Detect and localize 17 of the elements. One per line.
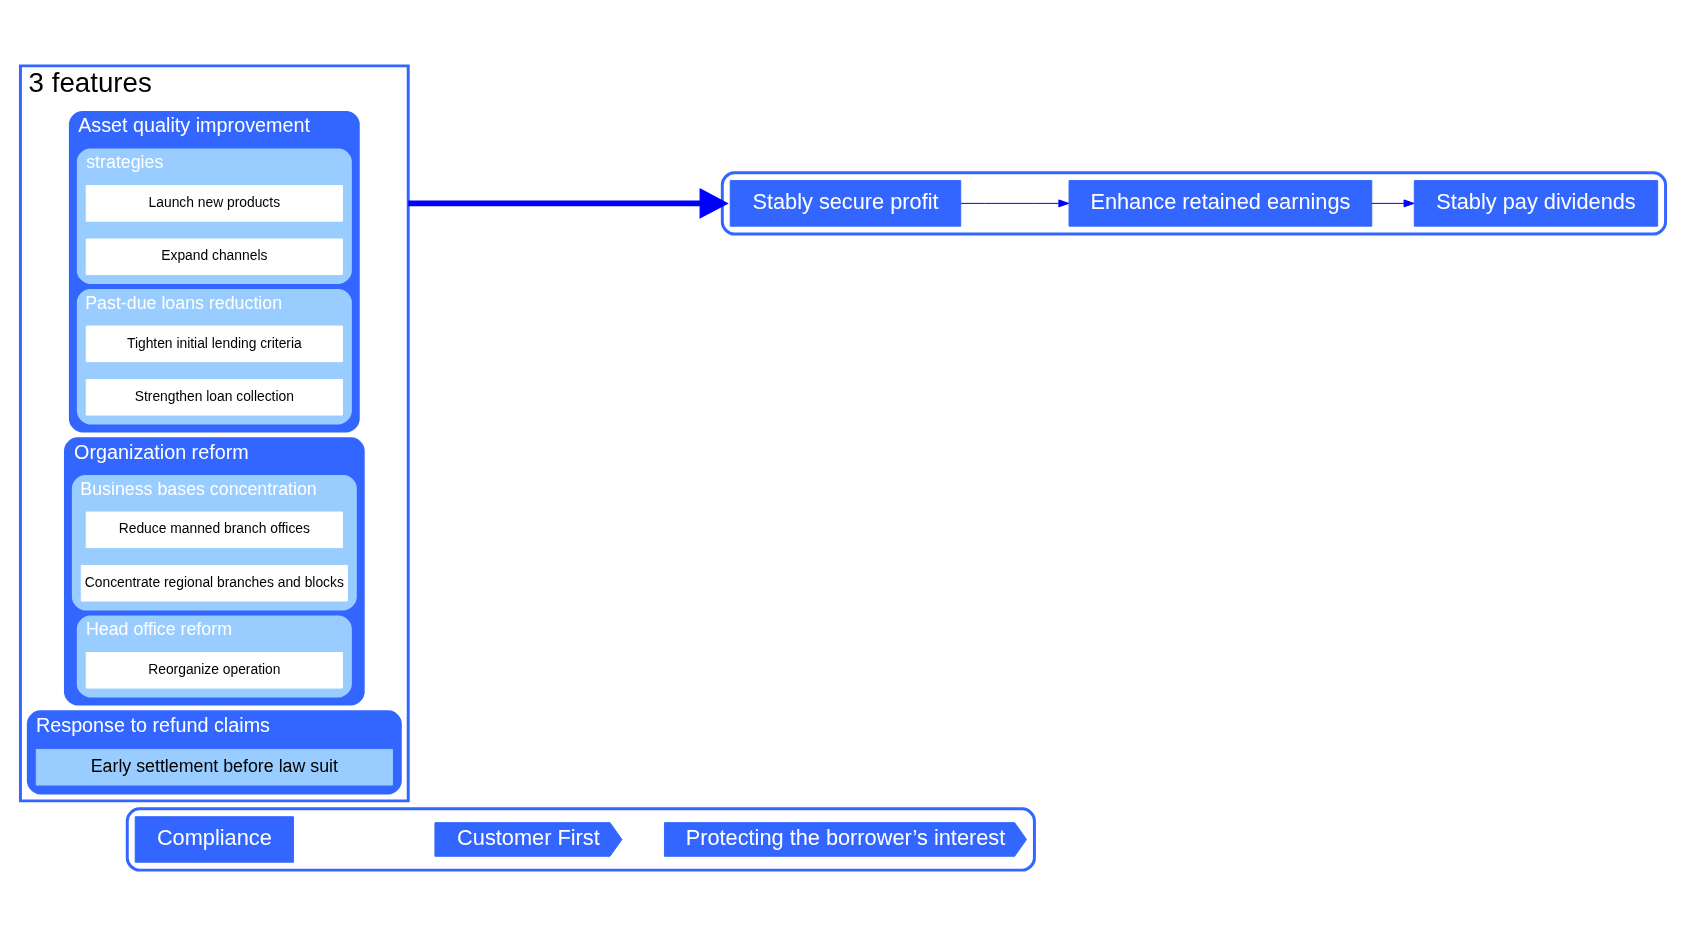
node-box: Strengthen loan collection [85,378,343,416]
node-box: Early settlement before law suit [35,748,393,786]
node-box: Enhance retained earnings [1068,179,1373,227]
node-box: Reduce manned branch offices [85,511,343,548]
arrow [1371,198,1415,207]
node-box: Compliance [134,815,294,863]
node-box: Expand channels [85,238,343,275]
cluster [720,170,1668,236]
node-box: Stably pay dividends [1413,179,1659,227]
node-box: Reorganize operation [85,651,343,689]
arrow [408,187,729,219]
arrow [960,198,1070,207]
node-box: Stably secure profit [729,179,962,227]
cluster [125,806,1036,872]
node-box: Concentrate regional branches and blocks [80,564,348,602]
node-box: Launch new products [85,184,343,222]
node-box: Tighten initial lending criteria [85,325,343,362]
